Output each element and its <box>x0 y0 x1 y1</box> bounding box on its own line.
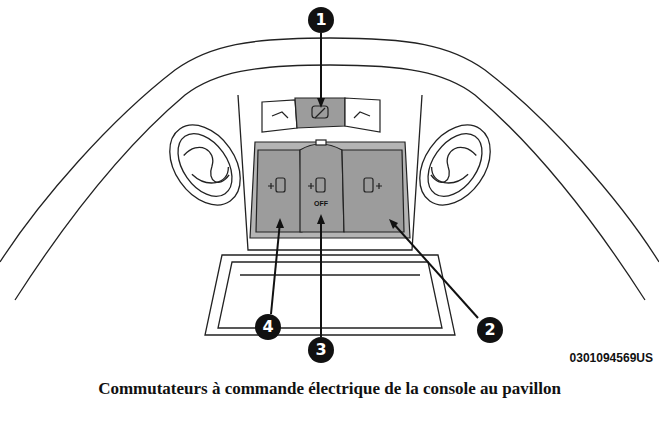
callout-number: 1 <box>308 7 334 33</box>
figure-caption: Commutateurs à commande électrique de la… <box>60 378 599 400</box>
callout-number: 4 <box>255 314 281 340</box>
callout-number: 3 <box>308 337 334 363</box>
button-marking: OFF <box>314 200 328 207</box>
callout-number: 2 <box>477 317 503 343</box>
figure-code: 0301094569US <box>570 351 653 365</box>
